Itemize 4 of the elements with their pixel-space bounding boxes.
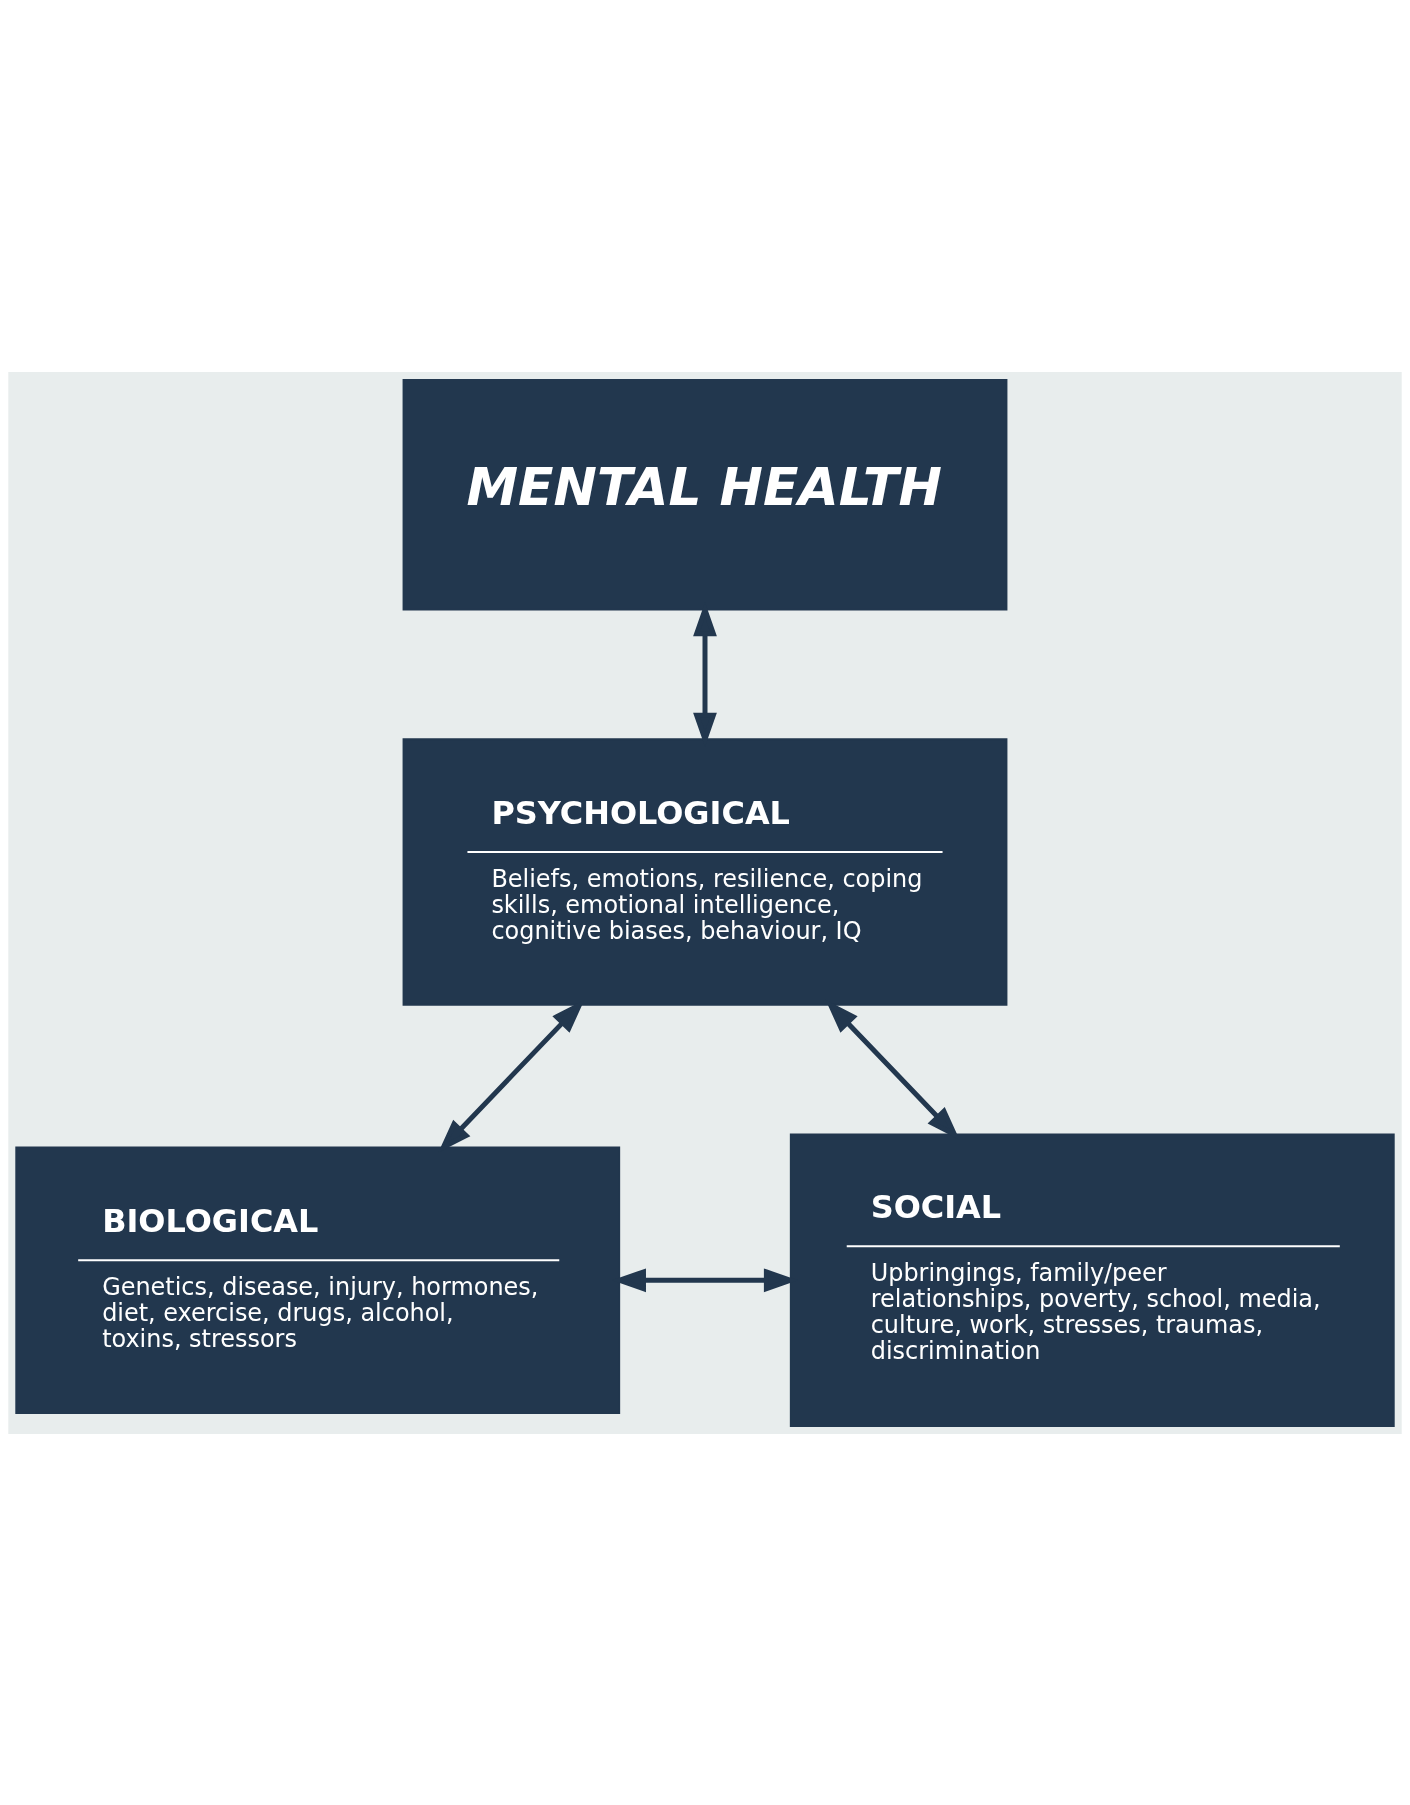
node-box: MENTAL HEALTH bbox=[402, 378, 1008, 611]
node-box: BIOLOGICAL Genetics, disease, injury, hormones, diet, exercise, drugs, alcohol, toxins, stressors bbox=[15, 1146, 621, 1414]
node-box: PSYCHOLOGICAL Beliefs, emotions, resilience, coping skills, emotional intelligence, cognitive biases, behaviour, IQ bbox=[402, 737, 1008, 1006]
node-box: SOCIAL Upbringings, family/peer relationships, poverty, school, media, culture, work, stresses, traumas, discrimination bbox=[789, 1133, 1395, 1427]
